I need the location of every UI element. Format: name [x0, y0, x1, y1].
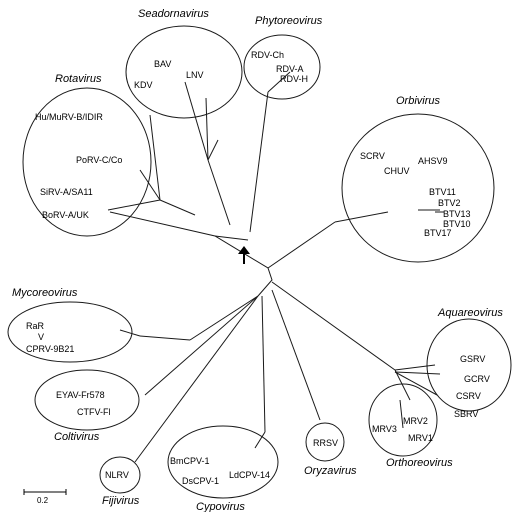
- tree-branches: [107, 71, 436, 463]
- scale-bar-label: 0.2: [37, 496, 49, 505]
- rotavirus-ellipse: [22, 87, 152, 237]
- aquareovirus-leaf-branch: [394, 371, 441, 375]
- taxon-label: CPRV-9B21: [26, 344, 74, 354]
- orbivirus-ellipse: [341, 113, 495, 263]
- genus-label: Cypovirus: [196, 501, 245, 512]
- scale-bar: 0.2: [23, 489, 67, 505]
- cypovirus-ellipse: [167, 425, 279, 499]
- taxon-label: GCRV: [464, 374, 490, 384]
- taxon-label: BoRV-A/UK: [42, 210, 89, 220]
- genus-label: Orthoreovirus: [386, 457, 453, 469]
- seadornavirus-branch-lnv: [184, 81, 209, 161]
- taxon-label: SCRV: [360, 151, 385, 161]
- taxon-label: CHUV: [384, 166, 410, 176]
- phytoreovirus-inner-branch: [267, 71, 291, 93]
- taxon-label: MRV3: [372, 424, 397, 434]
- orbivirus-stem-branch: [267, 221, 336, 269]
- aquareovirus-ellipse: [426, 318, 512, 412]
- orbivirus-inner-branch: [334, 211, 389, 223]
- mycoreovirus-inner-branch: [139, 335, 191, 341]
- taxon-label: EYAV-Fr578: [56, 390, 105, 400]
- taxon-label: RDV-H: [280, 74, 308, 84]
- orthoreovirus-ellipse: [368, 383, 438, 457]
- taxon-label: CTFV-Fl: [77, 407, 111, 417]
- taxon-label: KDV: [134, 80, 153, 90]
- coltivirus-stem-branch: [144, 295, 259, 396]
- taxon-label: V: [38, 332, 44, 342]
- cluster-outlines: [7, 25, 512, 499]
- genus-label: Rotavirus: [55, 73, 102, 85]
- rotavirus-branch-2: [139, 169, 161, 201]
- genus-label: Orbivirus: [396, 95, 441, 107]
- genus-label: Phytoreovirus: [255, 15, 323, 27]
- taxon-label: BTV10: [443, 219, 471, 229]
- taxon-label: GSRV: [460, 354, 485, 364]
- taxon-label: AHSV9: [418, 156, 448, 166]
- taxon-label: MRV1: [408, 433, 433, 443]
- seadornavirus-branch-3: [207, 139, 219, 161]
- reovirus-stem-branch: [271, 281, 396, 371]
- taxon-label: MRV2: [403, 416, 428, 426]
- taxon-label: SiRV-A/SA11: [40, 187, 93, 197]
- fijivirus-stem-branch: [134, 295, 259, 463]
- taxon-label: NLRV: [105, 470, 129, 480]
- aquareovirus-leaf-branch-2: [394, 371, 438, 396]
- taxon-label: BAV: [154, 59, 171, 69]
- seadornavirus-ellipse: [125, 25, 243, 119]
- leaf-ticks: [394, 209, 444, 429]
- taxon-label: RRSV: [313, 438, 338, 448]
- genus-label: Fijivirus: [102, 495, 140, 507]
- taxon-label: CSRV: [456, 391, 481, 401]
- aquareovirus-stem-branch: [394, 364, 436, 371]
- coltivirus-ellipse: [34, 369, 140, 431]
- seadornavirus-stem-branch: [207, 159, 231, 226]
- taxon-label: BTV13: [443, 209, 471, 219]
- fijivirus-ellipse: [99, 456, 141, 494]
- taxon-label: BTV11: [429, 187, 456, 197]
- taxon-label: RDV-A: [276, 64, 304, 74]
- genus-label: Coltivirus: [54, 431, 100, 443]
- taxon-label: Hu/MuRV-B/IDIR: [35, 112, 103, 122]
- cypovirus-stem-branch: [261, 295, 266, 433]
- rotavirus-stem-branch: [159, 199, 196, 216]
- genus-label: Aquareovirus: [437, 307, 503, 319]
- mycoreovirus-ellipse: [7, 301, 133, 363]
- genus-label: Oryzavirus: [304, 465, 357, 477]
- taxon-label: BTV2: [438, 198, 461, 208]
- taxon-label: RDV-Ch: [251, 50, 284, 60]
- seadornavirus-branch-2: [205, 97, 209, 161]
- oryzavirus-stem-branch: [271, 289, 321, 421]
- taxon-label: BmCPV-1: [170, 456, 210, 466]
- rotavirus-branch-1: [149, 114, 161, 201]
- root-branch: [214, 235, 249, 241]
- taxon-label: DsCPV-1: [182, 476, 219, 486]
- taxon-label: SBRV: [454, 409, 478, 419]
- up-arrow-icon: [238, 246, 250, 264]
- genus-label: Seadornavirus: [138, 8, 209, 20]
- taxon-label: LdCPV-14: [229, 470, 270, 480]
- cypovirus-inner-branch: [254, 431, 266, 449]
- taxon-label: RaR: [26, 321, 45, 331]
- oryzavirus-ellipse: [305, 422, 345, 462]
- taxon-label: LNV: [186, 70, 204, 80]
- genus-label: Mycoreovirus: [12, 287, 78, 299]
- orthoreovirus-stem-branch: [394, 369, 411, 401]
- mycoreovirus-stem-branch: [189, 295, 259, 341]
- taxon-label: BTV17: [424, 228, 452, 238]
- rotavirus-branch-3: [107, 199, 161, 211]
- orthoreovirus-leaf-branch: [399, 399, 404, 429]
- taxon-label: PoRV-C/Co: [76, 155, 122, 165]
- phytoreovirus-stem-branch: [249, 91, 269, 233]
- mycoreovirus-leaf-branch: [119, 329, 141, 337]
- phytoreovirus-ellipse: [243, 34, 321, 100]
